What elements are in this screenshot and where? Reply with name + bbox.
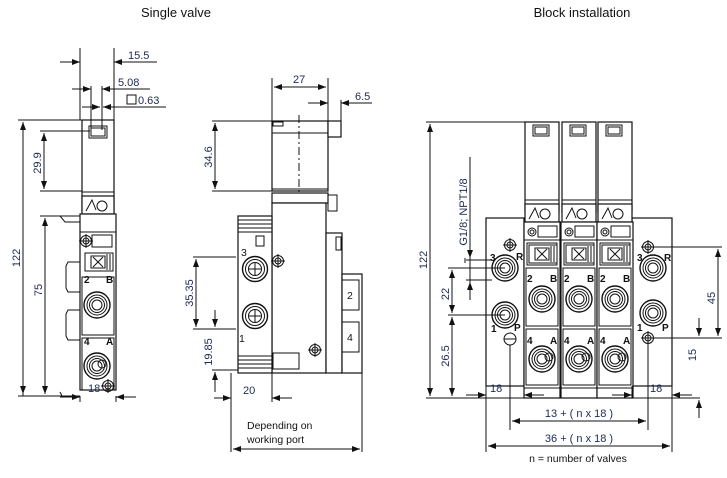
dim-coil-width: 27 (293, 74, 305, 86)
dim-block-total-height: 122 (418, 251, 430, 269)
dim-connector-offset: 6.5 (355, 91, 370, 103)
side-port-label: 2 (347, 290, 353, 302)
block-port-left: R (516, 252, 524, 263)
svg-text:B: B (550, 274, 557, 285)
front-manual-override-icon (96, 200, 108, 212)
dim-thread: G1/8; NPT1/8 (458, 178, 470, 245)
valve-module (597, 122, 633, 398)
dim-end-width-right: 18 (650, 383, 662, 395)
svg-text:A: A (623, 336, 630, 347)
valve-port-labels: 2 B 4 A 2 B 4 A 2 B 4 A (527, 274, 630, 347)
dim-base-width: 18 (88, 383, 100, 395)
svg-text:4: 4 (527, 336, 533, 347)
title-block-installation: Block installation (534, 5, 631, 20)
legend-number-of-valves: n = number of valves (529, 453, 627, 465)
dim-side-coil-height: 34.6 (203, 146, 215, 167)
svg-text:4: 4 (600, 336, 606, 347)
svg-text:4: 4 (564, 336, 570, 347)
block-port-right: 1 (637, 323, 643, 334)
block-port-left: 1 (491, 324, 497, 335)
front-port-label: B (106, 275, 113, 286)
svg-text:B: B (587, 274, 594, 285)
note-depending-on: Depending on (247, 420, 313, 432)
dim-port-spacing-left: 22 (440, 288, 452, 300)
front-port-label: A (106, 337, 113, 348)
side-port-label: 4 (347, 332, 353, 344)
block-port-left: P (514, 323, 521, 334)
block-port-right: 3 (637, 253, 643, 264)
title-single-valve: Single valve (141, 5, 211, 20)
dim-pin-size: 0.63 (138, 95, 159, 107)
dim-port-offset-left: 26.5 (440, 345, 452, 366)
front-view: 2 B 4 A 15.5 5.08 0.63 122 29.9 75 (11, 48, 166, 402)
svg-text:2: 2 (600, 274, 606, 285)
square-symbol-icon (126, 94, 137, 105)
valve-module (561, 122, 597, 398)
side-view: 3 1 2 4 27 6.5 34.6 35.35 19.85 2 (184, 74, 372, 452)
side-coil (271, 120, 329, 192)
dim-base-height: 75 (33, 284, 45, 296)
svg-text:A: A (587, 336, 594, 347)
front-connector (88, 125, 108, 139)
dim-port-offset-right: 15 (687, 349, 699, 361)
dim-total-height: 122 (11, 249, 23, 267)
dim-port-spacing: 35.35 (184, 279, 196, 307)
side-port-block (237, 215, 273, 374)
dim-port-depth: 20 (243, 385, 255, 397)
block-port-right: R (664, 253, 672, 264)
end-plate-right (631, 217, 673, 387)
dim-width-top: 15.5 (128, 50, 149, 62)
block-port-right: P (662, 323, 669, 334)
dim-port-spacing-right: 45 (706, 292, 718, 304)
dim-port-offset: 19.85 (203, 338, 215, 366)
note-working-port: working port (246, 434, 304, 446)
svg-text:B: B (623, 274, 630, 285)
front-port-label: 2 (84, 275, 90, 286)
dim-pin-spacing: 5.08 (118, 77, 139, 89)
side-port-label: 3 (241, 247, 247, 259)
svg-text:2: 2 (564, 274, 570, 285)
svg-text:2: 2 (527, 274, 533, 285)
side-housing (271, 202, 327, 374)
block-port-left: 3 (490, 253, 496, 264)
dim-coil-height: 29.9 (32, 152, 44, 173)
valve-module (524, 122, 560, 398)
side-port-label: 1 (239, 333, 245, 345)
dim-inner-length: 13 + ( n x 18 ) (545, 408, 613, 420)
svg-text:A: A (550, 336, 557, 347)
front-port-label: 4 (84, 337, 90, 348)
dim-end-width-left: 18 (490, 383, 502, 395)
dim-outer-length: 36 + ( n x 18 ) (545, 433, 613, 445)
block-view: 3 R 1 P 3 R 1 P 2 B 4 A 2 B 4 A 2 B 4 A (418, 122, 722, 465)
